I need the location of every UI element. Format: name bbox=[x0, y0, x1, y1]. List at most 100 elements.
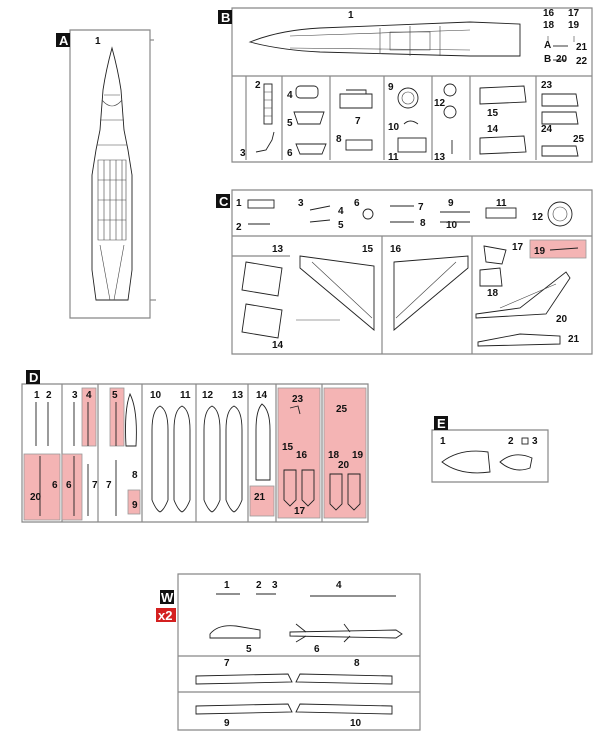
part-c17-label: 17 bbox=[512, 242, 524, 253]
part-d23-highlight bbox=[249, 485, 275, 517]
part-d7b-label: 7 bbox=[106, 480, 112, 491]
part-c6-label: 6 bbox=[354, 198, 360, 209]
part-d6a-label: 6 bbox=[52, 480, 58, 491]
sprue-e-tag bbox=[434, 416, 448, 430]
part-b24-label: 24 bbox=[541, 124, 553, 135]
part-b19-label: 19 bbox=[568, 20, 580, 31]
part-d20-label: 20 bbox=[338, 460, 350, 471]
part-c12-label: 12 bbox=[532, 212, 544, 223]
part-b2-label: 2 bbox=[255, 80, 261, 91]
part-c19-label: 19 bbox=[534, 246, 546, 257]
part-b16-label: 16 bbox=[543, 8, 555, 19]
part-b14-label: 14 bbox=[487, 124, 499, 135]
part-b6-label: 6 bbox=[287, 148, 293, 159]
part-b15-label: 15 bbox=[487, 108, 499, 119]
part-b5-label: 5 bbox=[287, 118, 293, 129]
part-c18-label: 18 bbox=[487, 288, 499, 299]
part-d11-label: 11 bbox=[180, 390, 191, 401]
sprue-d: D 1 2 3 4 5 20 6 6 7 7 8 9 10 11 bbox=[21, 370, 369, 523]
part-d15-label: 15 bbox=[282, 442, 294, 453]
part-d4-highlight bbox=[81, 387, 97, 447]
part-w7-label: 7 bbox=[224, 658, 230, 669]
part-c13-label: 13 bbox=[272, 244, 284, 255]
sprue-w-multiplier-badge bbox=[156, 608, 176, 622]
part-d3-label: 3 bbox=[72, 390, 78, 401]
sprue-a-tag-label: A bbox=[59, 33, 69, 48]
part-c9-label: 9 bbox=[448, 198, 454, 209]
part-b4-label: 4 bbox=[287, 90, 293, 101]
sprue-e-tag-label: E bbox=[437, 416, 446, 431]
part-c15-label: 15 bbox=[362, 244, 374, 255]
part-d24-label: 23 bbox=[292, 394, 304, 405]
part-d1-label: 1 bbox=[34, 390, 40, 401]
part-b-a-label: A bbox=[544, 40, 551, 51]
fuselage-top-part bbox=[248, 21, 521, 57]
part-d17-label: 17 bbox=[294, 506, 306, 517]
part-d18-label: 18 bbox=[328, 450, 340, 461]
part-d19-label: 19 bbox=[352, 450, 364, 461]
sprue-d-tag-label: D bbox=[29, 370, 38, 385]
part-c5-label: 5 bbox=[338, 220, 344, 231]
part-w4-label: 4 bbox=[336, 580, 342, 591]
part-d21-highlight bbox=[23, 453, 61, 521]
sprue-b-tag bbox=[218, 10, 232, 24]
sprue-d-tag bbox=[26, 370, 40, 384]
part-c4-label: 4 bbox=[338, 206, 344, 217]
part-d9-highlight bbox=[127, 489, 141, 515]
sprue-b: B 1 16 17 18 19 A B 20 21 22 2 4 5 3 6 bbox=[218, 7, 593, 163]
part-w3-label: 3 bbox=[272, 580, 278, 591]
sprue-c: C 1 2 3 4 5 6 7 8 9 10 11 12 13 14 15 16… bbox=[216, 189, 593, 355]
part-b25-label: 25 bbox=[573, 134, 585, 145]
part-d16-label: 16 bbox=[296, 450, 308, 461]
part-c8-label: 8 bbox=[420, 218, 426, 229]
part-d5-highlight bbox=[109, 387, 125, 447]
sprue-w-multiplier: x2 bbox=[158, 608, 172, 623]
part-d9-label: 9 bbox=[132, 500, 138, 511]
sprue-a-tag bbox=[56, 33, 70, 47]
part-e2-label: 2 bbox=[508, 436, 514, 447]
sprue-w-tag-label: W bbox=[161, 590, 174, 605]
part-w9-label: 9 bbox=[224, 718, 230, 729]
part-c14-label: 14 bbox=[272, 340, 284, 351]
part-d21-label: 20 bbox=[30, 492, 42, 503]
part-b3-label: 3 bbox=[240, 148, 246, 159]
part-d5-label: 5 bbox=[112, 390, 118, 401]
part-c16-label: 16 bbox=[390, 244, 402, 255]
part-a1-label: 1 bbox=[95, 36, 101, 47]
part-d13-label: 13 bbox=[232, 390, 244, 401]
sprue-e: E 1 2 3 bbox=[431, 416, 549, 483]
part-c11-label: 11 bbox=[496, 198, 507, 209]
part-d8-label: 8 bbox=[132, 470, 138, 481]
part-b22-label: 22 bbox=[576, 56, 588, 67]
part-e1-label: 1 bbox=[440, 436, 446, 447]
part-c2-label: 2 bbox=[236, 222, 242, 233]
sprue-w-tag bbox=[160, 590, 174, 604]
part-c7-label: 7 bbox=[418, 202, 424, 213]
part-b13-label: 13 bbox=[434, 152, 446, 163]
sprue-b-tag-label: B bbox=[221, 10, 230, 25]
part-d7a-label: 7 bbox=[92, 480, 98, 491]
part-d2-label: 2 bbox=[46, 390, 52, 401]
part-d10-label: 10 bbox=[150, 390, 162, 401]
part-b8-label: 8 bbox=[336, 134, 342, 145]
part-b21-label: 21 bbox=[576, 42, 588, 53]
part-b18-label: 18 bbox=[543, 20, 555, 31]
part-c21-label: 21 bbox=[568, 334, 580, 345]
part-e3-label: 3 bbox=[532, 436, 538, 447]
part-d25-label: 25 bbox=[336, 404, 348, 415]
part-b-b-label: B bbox=[544, 54, 551, 65]
part-b17-label: 17 bbox=[568, 8, 580, 19]
part-w5-label: 5 bbox=[246, 644, 252, 655]
fuselage-bottom-part bbox=[91, 46, 133, 301]
sprue-w: W x2 1 2 3 4 5 6 7 8 9 10 bbox=[156, 573, 421, 731]
part-b10-label: 10 bbox=[388, 122, 400, 133]
part-w2-label: 2 bbox=[256, 580, 262, 591]
part-b23-label: 23 bbox=[541, 80, 553, 91]
part-d14-label: 14 bbox=[256, 390, 268, 401]
part-c20-label: 20 bbox=[556, 314, 568, 325]
part-b20-label: 20 bbox=[556, 54, 568, 65]
part-w10-label: 10 bbox=[350, 718, 362, 729]
part-c3-label: 3 bbox=[298, 198, 304, 209]
part-b12-label: 12 bbox=[434, 98, 446, 109]
